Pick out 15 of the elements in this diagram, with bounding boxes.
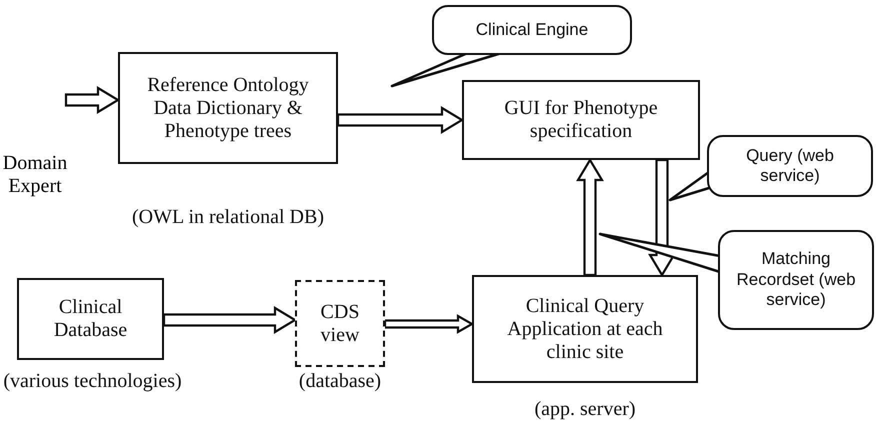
caption-text: (app. server) xyxy=(533,398,637,421)
caption-text: (various technologies) xyxy=(2,370,183,393)
block-arrow xyxy=(384,314,474,334)
block-arrow xyxy=(64,86,120,114)
caption-text: (OWL in relational DB) xyxy=(131,206,325,229)
process-box: Reference Ontology Data Dictionary & Phenotype trees xyxy=(118,52,338,164)
dashed-box: CDS view xyxy=(295,280,385,367)
block-arrow xyxy=(576,158,604,276)
callout-bubble: Matching Recordset (web service) xyxy=(718,230,874,330)
actor-label: Domain Expert xyxy=(2,152,68,198)
caption-text: (database) xyxy=(298,370,382,393)
process-box: Clinical Database xyxy=(17,278,164,360)
block-arrow xyxy=(162,306,298,334)
callout-bubble: Query (web service) xyxy=(707,135,873,197)
block-arrow xyxy=(336,106,464,134)
